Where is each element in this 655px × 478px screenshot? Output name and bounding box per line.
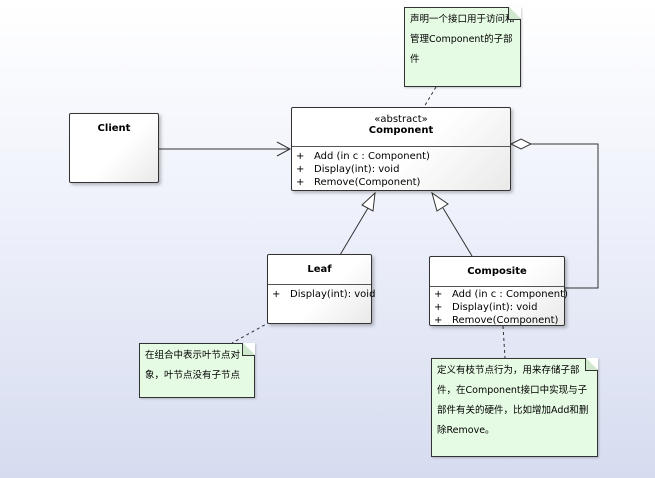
class-client[interactable]: Client [69, 113, 159, 183]
note-leaf[interactable]: 在组合中表示叶节点对象，叶节点没有子节点 [139, 343, 255, 398]
class-composite-operations: + Add (in c : Component) + Display(int): v… [430, 286, 568, 327]
note-anchor-leaf [231, 321, 271, 344]
generalization-leaf-triangle [361, 191, 376, 212]
note-fold-icon [508, 7, 521, 20]
visibility: + [434, 302, 443, 313]
operation-signature: Add (in c : Component) [314, 151, 430, 162]
operation: + Remove(Component) [296, 176, 506, 189]
class-leaf-header: Leaf [268, 255, 371, 284]
visibility: + [296, 164, 305, 175]
class-component[interactable]: «abstract» Component + Add (in c : Compon… [291, 107, 511, 191]
note-component[interactable]: 声明一个接口用于访问和管理Component的子部件 [404, 7, 521, 87]
class-client-header: Client [70, 114, 158, 134]
aggregation-diamond [509, 138, 533, 150]
generalization-composite-triangle [431, 191, 449, 212]
class-component-header: «abstract» Component [292, 108, 510, 146]
operation-signature: Add (in c : Component) [452, 289, 568, 300]
operation: + Display(int): void [296, 163, 506, 176]
visibility: + [434, 315, 443, 326]
operation-signature: Display(int): void [452, 302, 538, 313]
generalization-leaf [339, 207, 369, 256]
class-component-name: Component [368, 125, 434, 136]
operation: + Add (in c : Component) [434, 288, 568, 301]
visibility: + [296, 151, 305, 162]
operation-signature: Display(int): void [290, 289, 376, 300]
note-component-text: 声明一个接口用于访问和管理Component的子部件 [410, 14, 515, 65]
class-leaf-name: Leaf [307, 264, 332, 275]
class-leaf-operations: + Display(int): void [268, 284, 375, 301]
note-composite[interactable]: 定义有枝节点行为，用来存储子部件，在Component接口中实现与子部件有关的硬… [431, 358, 598, 457]
note-fold-icon [242, 343, 255, 356]
class-component-operations: + Add (in c : Component) + Display(int): v… [292, 146, 510, 189]
operation-signature: Display(int): void [314, 164, 400, 175]
class-composite[interactable]: Composite + Add (in c : Component) + Displ… [429, 256, 568, 327]
note-anchor-component [423, 86, 437, 108]
class-client-name: Client [97, 123, 131, 134]
visibility: + [272, 289, 281, 300]
operation-signature: Remove(Component) [452, 315, 559, 326]
note-leaf-text: 在组合中表示叶节点对象，叶节点没有子节点 [145, 350, 241, 381]
association-arrowhead [276, 141, 292, 157]
class-component-stereotype: «abstract» [374, 114, 428, 125]
note-fold-icon [585, 358, 598, 371]
visibility: + [434, 289, 443, 300]
visibility: + [296, 177, 305, 188]
class-composite-name: Composite [467, 266, 527, 277]
class-leaf[interactable]: Leaf + Display(int): void [267, 254, 375, 324]
operation: + Remove(Component) [434, 314, 560, 327]
aggregation-composite-component [531, 143, 599, 289]
operation-signature: Remove(Component) [314, 177, 421, 188]
note-composite-text: 定义有枝节点行为，用来存储子部件，在Component接口中实现与子部件有关的硬… [437, 365, 589, 436]
operation: + Add (in c : Component) [296, 150, 506, 163]
note-anchor-composite [502, 325, 506, 359]
generalization-composite [442, 207, 473, 257]
operation: + Display(int): void [434, 301, 560, 314]
operation: + Display(int): void [272, 288, 375, 301]
class-composite-header: Composite [430, 257, 564, 286]
